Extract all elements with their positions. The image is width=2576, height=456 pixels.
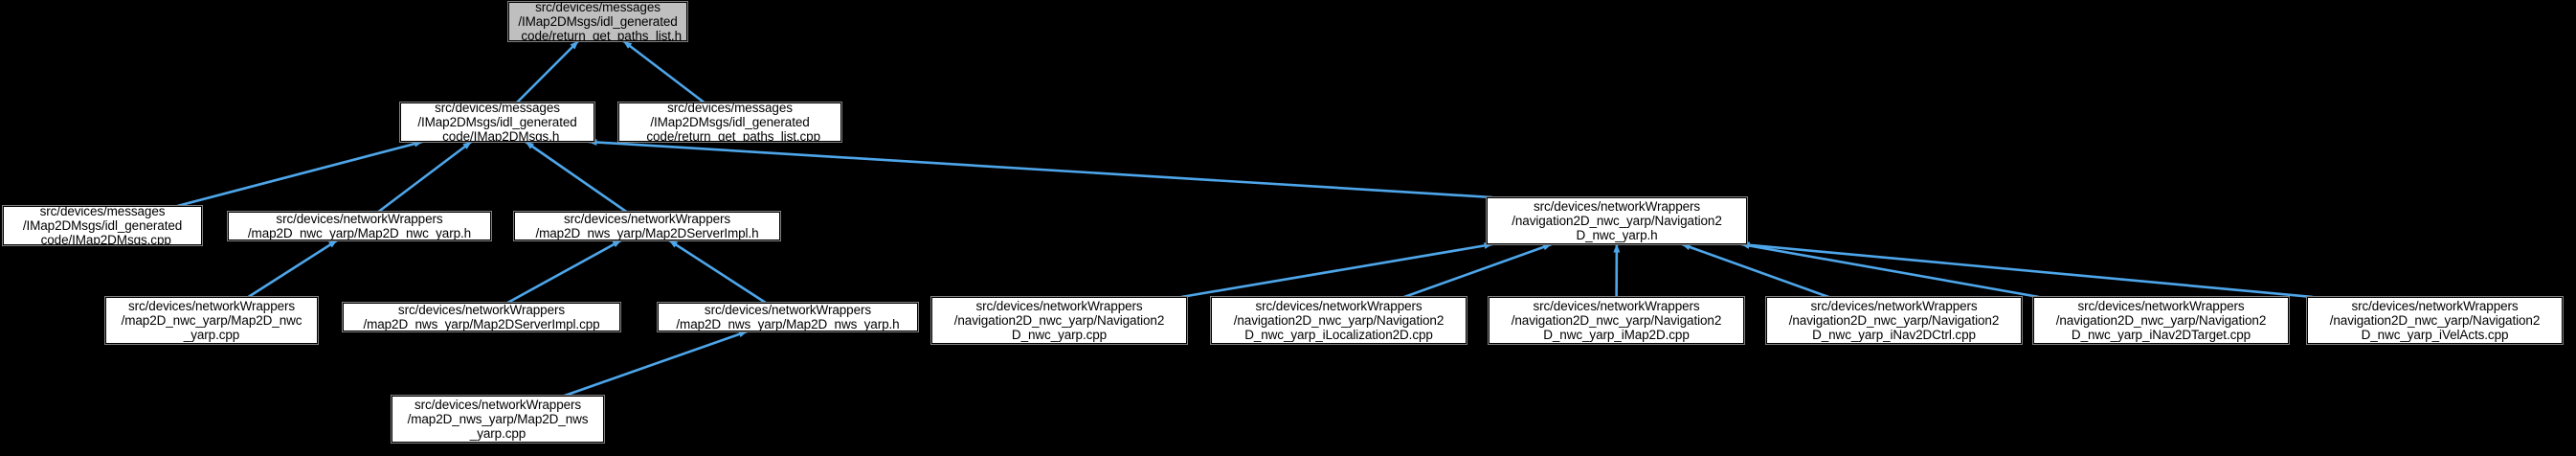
- graph-node-label: src/devices/networkWrappers /navigation2…: [953, 298, 1165, 343]
- graph-node-label: src/devices/messages /IMap2DMsgs/idl_gen…: [514, 0, 682, 44]
- graph-node-n1[interactable]: src/devices/messages /IMap2DMsgs/idl_gen…: [399, 100, 595, 145]
- graph-node-n16[interactable]: src/devices/networkWrappers /map2D_nws_y…: [391, 395, 605, 444]
- graph-node-n4[interactable]: src/devices/networkWrappers /map2D_nwc_y…: [227, 211, 492, 241]
- graph-node-n6[interactable]: src/devices/networkWrappers /navigation2…: [1486, 196, 1748, 245]
- graph-edge: [176, 140, 423, 208]
- graph-edge: [516, 40, 579, 103]
- graph-node-label: src/devices/networkWrappers /map2D_nwc_y…: [121, 298, 302, 343]
- graph-node-label: src/devices/networkWrappers /navigation2…: [1233, 298, 1445, 343]
- graph-edge: [1681, 242, 1829, 299]
- graph-node-n5[interactable]: src/devices/networkWrappers /map2D_nws_y…: [513, 211, 781, 241]
- graph-node-label: src/devices/networkWrappers /map2D_nws_y…: [407, 397, 589, 442]
- graph-node-label: src/devices/messages /IMap2DMsgs/idl_gen…: [22, 203, 183, 248]
- graph-node-n8[interactable]: src/devices/networkWrappers /map2D_nws_y…: [342, 302, 621, 332]
- graph-edge: [377, 140, 473, 214]
- graph-node-label: src/devices/networkWrappers /map2D_nws_y…: [676, 302, 900, 331]
- graph-edge: [247, 239, 338, 299]
- graph-node-n14[interactable]: src/devices/networkWrappers /navigation2…: [2032, 296, 2290, 345]
- graph-node-label: src/devices/messages /IMap2DMsgs/idl_gen…: [417, 100, 577, 145]
- graph-edge: [588, 139, 1493, 199]
- graph-node-n15[interactable]: src/devices/networkWrappers /navigation2…: [2306, 296, 2564, 345]
- graph-node-n13[interactable]: src/devices/networkWrappers /navigation2…: [1765, 296, 2023, 345]
- graph-node-n10[interactable]: src/devices/networkWrappers /navigation2…: [930, 296, 1188, 345]
- graph-edge: [668, 239, 767, 305]
- graph-node-label: src/devices/networkWrappers /navigation2…: [1511, 298, 1722, 343]
- graph-node-n2[interactable]: src/devices/messages /IMap2DMsgs/idl_gen…: [617, 100, 842, 145]
- graph-node-n11[interactable]: src/devices/networkWrappers /navigation2…: [1210, 296, 1467, 345]
- graph-node-n7[interactable]: src/devices/networkWrappers /map2D_nwc_y…: [104, 296, 319, 345]
- graph-node-label: src/devices/networkWrappers /map2D_nws_y…: [363, 302, 600, 331]
- graph-node-n9[interactable]: src/devices/networkWrappers /map2D_nws_y…: [657, 302, 919, 332]
- graph-node-n0[interactable]: src/devices/messages /IMap2DMsgs/idl_gen…: [507, 0, 688, 44]
- graph-node-label: src/devices/networkWrappers /navigation2…: [1788, 298, 2000, 343]
- graph-node-label: src/devices/networkWrappers /map2D_nws_y…: [535, 211, 759, 240]
- graph-edge: [1403, 242, 1553, 299]
- graph-edge: [1740, 241, 2314, 299]
- graph-node-n3[interactable]: src/devices/messages /IMap2DMsgs/idl_gen…: [2, 203, 203, 248]
- graph-node-label: src/devices/networkWrappers /navigation2…: [2055, 298, 2267, 343]
- graph-edge: [506, 239, 622, 305]
- graph-node-label: src/devices/networkWrappers /navigation2…: [2329, 298, 2541, 343]
- graph-edge: [525, 140, 628, 214]
- graph-edge: [622, 39, 706, 104]
- graph-edge: [1180, 241, 1493, 299]
- graph-node-label: src/devices/messages /IMap2DMsgs/idl_gen…: [638, 100, 821, 145]
- graph-edge: [1740, 242, 2040, 299]
- graph-node-label: src/devices/networkWrappers /map2D_nwc_y…: [247, 211, 472, 240]
- graph-edge: [564, 330, 748, 398]
- graph-node-label: src/devices/networkWrappers /navigation2…: [1512, 198, 1722, 243]
- graph-node-n12[interactable]: src/devices/networkWrappers /navigation2…: [1488, 296, 1745, 345]
